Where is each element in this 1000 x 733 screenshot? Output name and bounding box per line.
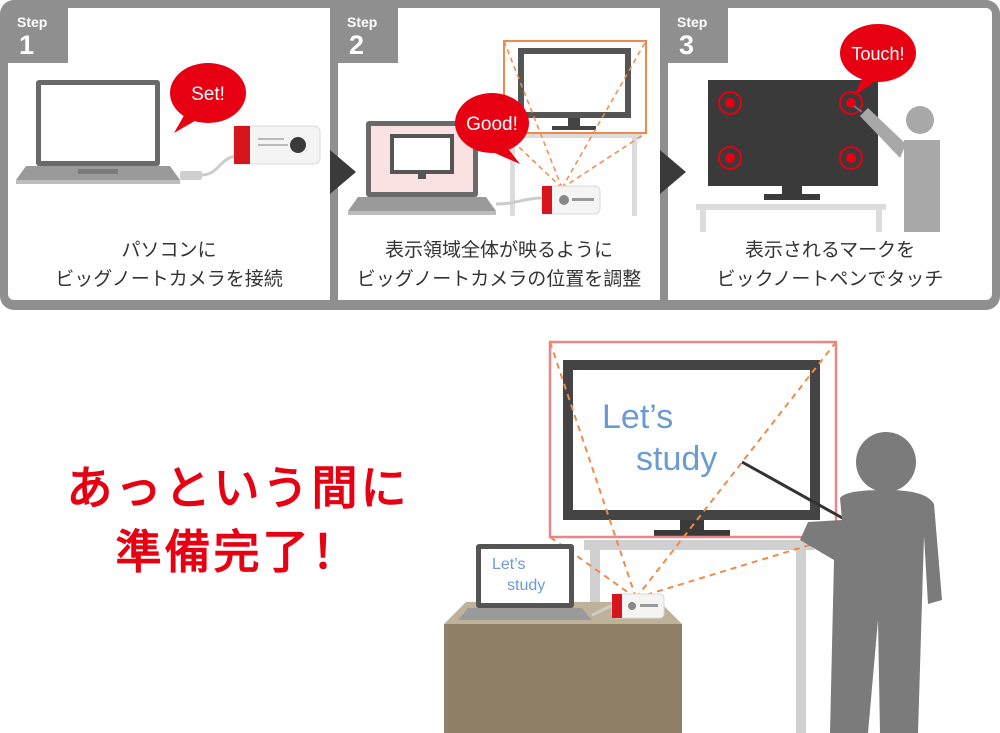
usb-plug	[180, 171, 202, 180]
screen-text-line-1: Let’s	[602, 398, 673, 436]
step-number: 3	[679, 30, 695, 60]
speech-bubble	[840, 24, 916, 82]
usb-cable	[201, 154, 237, 177]
desk	[444, 624, 682, 733]
step-caption: 表示領域全体が映るように ビッグノートカメラの位置を調整	[338, 236, 660, 294]
step-caption: 表示されるマークを ビックノートペンでタッチ	[668, 236, 992, 294]
headline-line-2: 準備完了！	[115, 525, 361, 579]
laptop-base	[348, 197, 496, 211]
teacher-figure	[800, 432, 942, 733]
tv-screen	[573, 370, 810, 510]
capture-area	[503, 40, 647, 134]
step-label: Step	[17, 14, 48, 30]
caption-line-2: ビックノートペンでタッチ	[716, 268, 944, 290]
step-3-illustration: Touch!	[696, 24, 940, 232]
step-label: Step	[347, 14, 378, 30]
bubble-text: Touch!	[851, 44, 904, 64]
screen-text-line-2: study	[636, 440, 717, 478]
person-figure	[860, 106, 940, 232]
laptop-text-line-2: study	[507, 577, 545, 594]
step-label: Step	[677, 14, 708, 30]
capture-area	[548, 340, 838, 539]
laptop-screen	[41, 85, 155, 161]
caption-line-1: 表示領域全体が映るように	[384, 239, 613, 261]
laptop-screen	[481, 549, 569, 603]
step-tab-2: Step 2	[338, 8, 398, 63]
caption-line-2: ビッグノートカメラを接続	[55, 268, 283, 290]
pen	[853, 105, 863, 113]
calibration-marks	[718, 91, 863, 170]
step-tab-3: Step 3	[668, 8, 728, 63]
step-panel-2: Step 2 Good!	[338, 8, 660, 300]
step-2-illustration: Good!	[348, 40, 647, 216]
laptop-text-line-1: Let’s	[492, 556, 526, 573]
tv-table	[584, 540, 814, 550]
step-panel-3: Step 3 Touch!	[668, 8, 992, 300]
pointer-stick	[741, 460, 847, 522]
caption-line-1: パソコンに	[121, 239, 217, 261]
step-caption: パソコンに ビッグノートカメラを接続	[8, 236, 330, 294]
bubble-text: Set!	[191, 84, 225, 105]
step-tab-1: Step 1	[8, 8, 68, 63]
step-number: 2	[349, 30, 365, 60]
step-panel-1: Step 1 Set! パソコンに ビッグノートカメラを接続	[8, 8, 330, 300]
bubble-text: Good!	[466, 114, 518, 135]
headline-line-1: あっという間に	[66, 461, 410, 515]
speech-bubble	[455, 93, 529, 153]
laptop-base	[458, 608, 592, 620]
caption-line-1: 表示されるマークを	[744, 239, 916, 261]
step-1-illustration: Set!	[16, 63, 321, 184]
caption-line-2: ビッグノートカメラの位置を調整	[356, 268, 642, 290]
speech-bubble	[170, 63, 246, 123]
step-number: 1	[19, 30, 35, 60]
